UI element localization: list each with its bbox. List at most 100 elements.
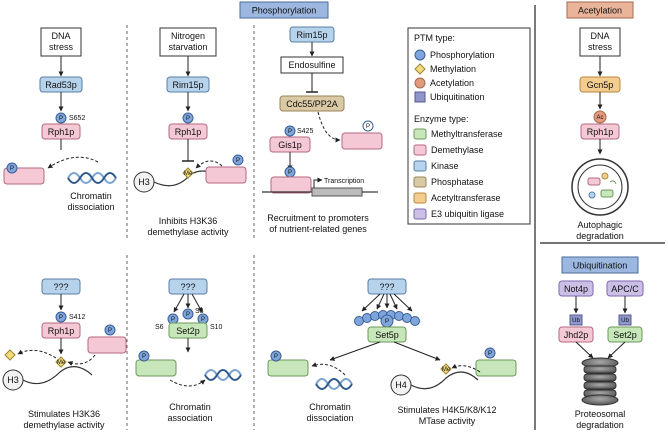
legend-enzyme-phosphatase: Phosphatase [413,176,484,188]
svg-text:Gis1p: Gis1p [278,140,302,150]
dna-helix [67,172,117,184]
svg-text:demethylase activity: demethylase activity [23,420,105,430]
svg-text:Kinase: Kinase [431,161,459,171]
svg-text:Stimulates H3K36: Stimulates H3K36 [28,409,100,419]
legend-ptm-methylation: Methylation [414,63,476,75]
svg-text:Me: Me [57,360,66,366]
panel-acetylation: DNA stress Gcn5p Ac Rph1p Autophagic deg… [571,27,629,241]
svg-text:S6: S6 [155,324,164,331]
panel-set5: ??? P Set5p P Chromatin [267,278,517,426]
svg-text:association: association [167,413,212,423]
svg-text:P: P [59,116,63,122]
svg-text:Ubiquitination: Ubiquitination [430,92,485,102]
svg-text:Me: Me [442,367,451,373]
svg-text:P: P [385,319,389,325]
svg-text:P: P [186,116,190,122]
svg-text:H3: H3 [7,375,19,385]
svg-text:Acetylation: Acetylation [578,6,622,16]
svg-text:degradation: degradation [576,231,624,241]
svg-text:Transcription: Transcription [324,178,364,185]
svg-text:MTase activity: MTase activity [419,416,476,426]
autophagosome [571,158,629,216]
svg-text:stress: stress [49,42,74,52]
svg-text:H4: H4 [395,380,407,390]
svg-text:Autophagic: Autophagic [577,220,623,230]
legend-enzyme-acetyltransferase: Acetyltransferase [413,192,501,204]
svg-text:dissociation: dissociation [306,413,353,423]
legend-ptm-acetylation: Acetylation [414,77,474,89]
svg-text:Recruitment to promoters: Recruitment to promoters [267,213,369,223]
panel-rad53: DNA stress Rad53p P S652 Rph1p P Chromat… [3,27,117,212]
svg-text:P: P [59,315,63,321]
panel-rph1-s412: ??? P S412 Rph1p H3 Me P Stimulates H3K3… [2,278,127,430]
svg-text:Rph1p: Rph1p [48,326,75,336]
svg-text:degradation: degradation [576,420,624,430]
panel-dividers [126,25,255,430]
legend: PTM type: Phosphorylation Methylation Ac… [407,27,531,225]
svg-text:Rim15p: Rim15p [172,80,203,90]
svg-text:???: ??? [379,282,394,292]
svg-text:Phosphatase: Phosphatase [431,177,484,187]
svg-text:of nutrient-related genes: of nutrient-related genes [269,224,367,234]
svg-text:Stimulates H4K5/K8/K12: Stimulates H4K5/K8/K12 [397,405,496,415]
svg-text:Enzyme type:: Enzyme type: [414,114,469,124]
svg-text:Phosphorylation: Phosphorylation [430,50,495,60]
header-phosphorylation: Phosphorylation [239,1,329,19]
svg-text:Chromatin: Chromatin [309,402,351,412]
svg-text:P: P [488,351,492,357]
legend-enzyme-demethylase: Demethylase [413,144,484,156]
svg-text:APC/C: APC/C [611,284,639,294]
svg-text:Set2p: Set2p [176,326,200,336]
svg-text:Inhibits H3K36: Inhibits H3K36 [159,216,218,226]
svg-text:Chromatin: Chromatin [70,191,112,201]
svg-text:P: P [186,312,190,318]
svg-text:Rph1p: Rph1p [587,127,614,137]
svg-text:P: P [366,124,370,130]
panel-gis1: Rim15p Endosulfine Cdc55/PP2A P S425 Gis… [262,26,383,234]
svg-text:starvation: starvation [168,42,207,52]
svg-text:DNA: DNA [51,31,70,41]
svg-text:Ub: Ub [621,318,629,324]
svg-text:Methylation: Methylation [430,64,476,74]
svg-text:Acetylation: Acetylation [430,78,474,88]
svg-text:Ac: Ac [596,115,603,121]
svg-text:P: P [171,317,175,323]
header-ubiquitination: Ubiquitination [561,256,639,274]
svg-text:???: ??? [180,282,195,292]
svg-text:S425: S425 [297,128,313,135]
svg-text:Rim15p: Rim15p [296,30,327,40]
phospho-cluster: P [354,310,420,328]
legend-enzyme-kinase: Kinase [413,160,459,172]
svg-text:demethylase activity: demethylase activity [147,227,229,237]
header-acetylation: Acetylation [566,1,634,19]
svg-text:Endosulfine: Endosulfine [288,60,335,70]
svg-text:Set2p: Set2p [613,330,637,340]
svg-text:E3 ubiquitin ligase: E3 ubiquitin ligase [431,209,504,219]
svg-text:Methyltransferase: Methyltransferase [431,129,503,139]
svg-text:P: P [288,129,292,135]
svg-text:Acetyltransferase: Acetyltransferase [431,193,501,203]
svg-text:H3: H3 [138,177,150,187]
svg-text:Chromatin: Chromatin [169,402,211,412]
gene-body [311,187,363,197]
svg-text:Rad53p: Rad53p [45,80,77,90]
phospho-mark [55,112,67,124]
svg-text:Gcn5p: Gcn5p [587,80,614,90]
svg-text:dissociation: dissociation [67,202,114,212]
svg-text:Cdc55/PP2A: Cdc55/PP2A [286,99,338,109]
legend-ptm-phosphorylation: Phosphorylation [414,49,495,61]
svg-text:S10: S10 [210,324,223,331]
svg-text:P: P [10,166,14,172]
methyltransferase-box [367,326,407,343]
svg-text:P: P [236,158,240,164]
legend-ptm-ubiquitination: Ubiquitination [414,91,485,103]
svg-text:S652: S652 [69,115,85,122]
svg-text:P: P [201,317,205,323]
svg-text:Rph1p: Rph1p [175,127,202,137]
svg-text:Proteosomal: Proteosomal [575,409,626,419]
svg-text:stress: stress [588,42,613,52]
svg-text:Rph1p: Rph1p [48,127,75,137]
panel-rim15-rph1: Nitrogen starvation Rim15p P Rph1p H3 Me… [133,27,247,237]
svg-text:Phosphorylation: Phosphorylation [252,6,317,16]
